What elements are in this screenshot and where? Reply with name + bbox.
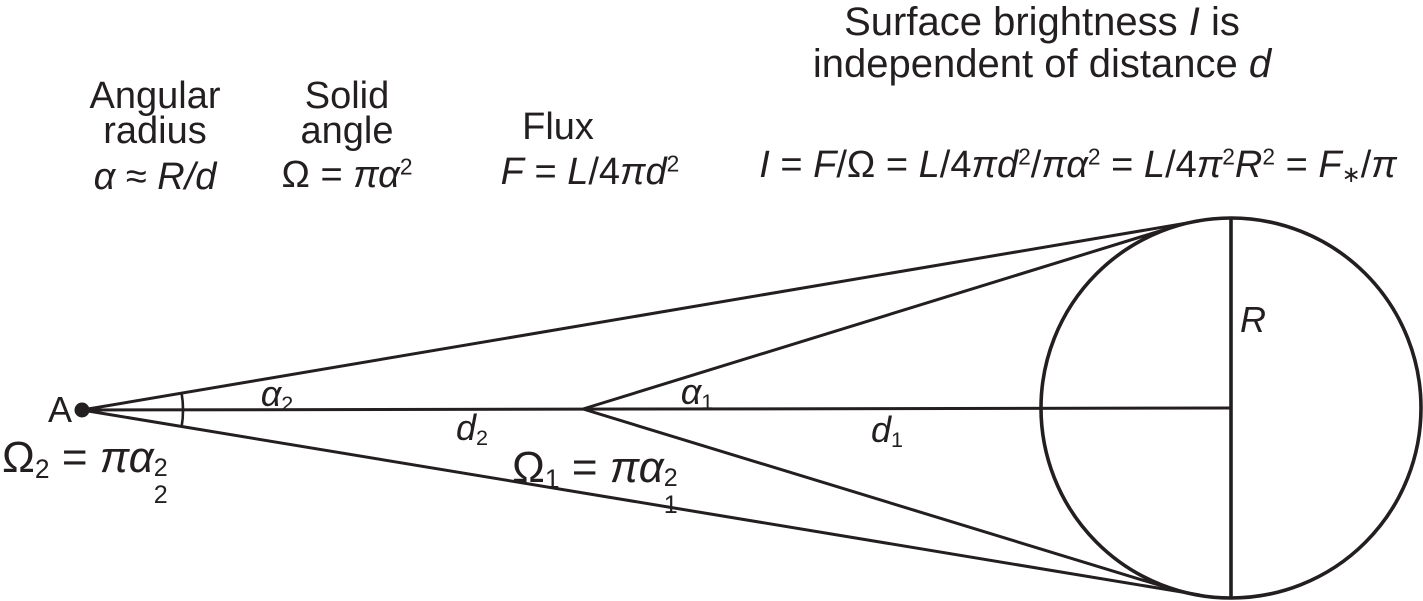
horizontal-axis-line — [81, 406, 1232, 412]
lower-tangent-from-a-line — [81, 408, 1201, 597]
angular-radius-formula: α ≈ R/d — [93, 156, 217, 198]
solid-angle-heading-line1: Solid — [304, 75, 390, 117]
upper-tangent-from-a-line — [81, 219, 1200, 412]
solid-angle-formula: Ω = πα2 — [281, 153, 413, 196]
alpha2-angle-arc — [180, 392, 185, 428]
angular-radius-heading-line2: radius — [103, 110, 207, 152]
solid-angle-heading-line2: angle — [300, 110, 394, 152]
point-a-dot — [74, 402, 90, 418]
surface-brightness-heading-line1: Surface brightness I is — [844, 0, 1240, 44]
d2-label: d2 — [455, 407, 489, 450]
angular-radius-heading-line1: Angular — [89, 75, 221, 117]
surface-brightness-formula: I = F/Ω = L/4πd2/πα2 = L/4π2R2 = F∗/π — [759, 143, 1397, 188]
lower-tangent-from-d1-line — [582, 407, 1176, 592]
radius-label: R — [1240, 299, 1266, 340]
d1-label: d1 — [870, 409, 904, 452]
alpha2-label: α2 — [260, 373, 294, 416]
flux-formula: F = L/4πd2 — [500, 150, 680, 193]
alpha1-label: α1 — [680, 371, 714, 414]
surface-brightness-heading-line2: independent of distance d — [812, 42, 1272, 86]
point-a-label: A — [47, 389, 73, 430]
upper-tangent-from-d1-line — [582, 224, 1177, 411]
flux-heading: Flux — [522, 106, 594, 148]
